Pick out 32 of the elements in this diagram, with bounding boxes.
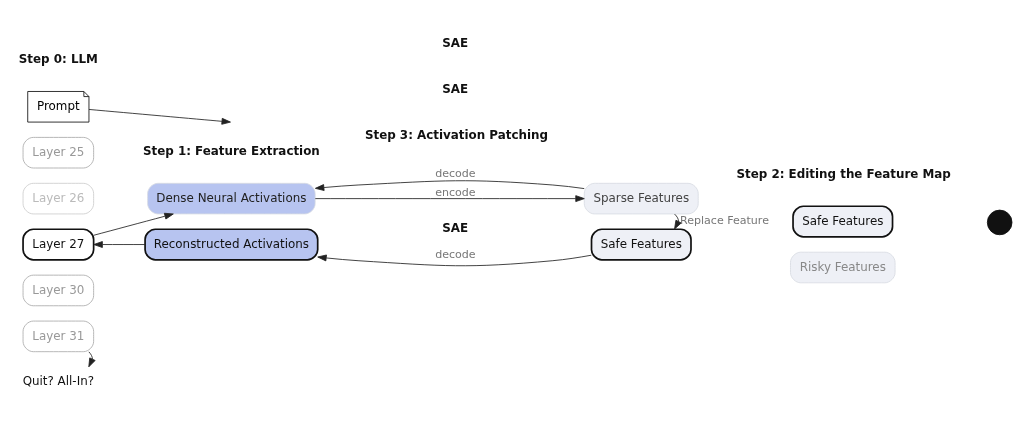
label: SAE bbox=[442, 81, 469, 96]
node-box: Layer 27 bbox=[22, 228, 95, 261]
arrow bbox=[93, 212, 174, 236]
arrow bbox=[93, 241, 146, 248]
arrow bbox=[88, 109, 231, 125]
node-box: Sparse Features bbox=[583, 182, 699, 215]
label: SAE bbox=[442, 220, 469, 235]
node-box: Reconstructed Activations bbox=[144, 228, 319, 261]
edge-label: decode bbox=[435, 166, 476, 180]
arrow bbox=[314, 180, 585, 191]
node-box: Layer 25 bbox=[22, 136, 95, 169]
arrow bbox=[314, 195, 585, 203]
node-box: Layer 31 bbox=[22, 320, 95, 353]
node-box: Safe Features bbox=[792, 205, 894, 238]
node-box: Layer 30 bbox=[22, 274, 95, 307]
edge-label: decode bbox=[435, 247, 476, 261]
node-box: Dense Neural Activations bbox=[147, 182, 316, 215]
node-box: Risky Features bbox=[790, 251, 896, 284]
label: Step 0: LLM bbox=[18, 52, 98, 67]
edge-label: Replace Feature bbox=[679, 214, 769, 228]
node-circle bbox=[986, 209, 1013, 236]
edge-label: encode bbox=[435, 185, 476, 199]
arrow bbox=[317, 254, 592, 267]
label: Step 1: Feature Extraction bbox=[142, 144, 320, 158]
arrow bbox=[674, 213, 682, 230]
node-text: Quit? All-In? bbox=[22, 374, 95, 389]
label: SAE bbox=[442, 36, 469, 50]
label: Step 3: Activation Patching bbox=[364, 127, 549, 142]
node-box: Safe Features bbox=[590, 228, 692, 261]
label: Step 2: Editing the Feature Map bbox=[736, 166, 951, 181]
arrow bbox=[88, 351, 96, 368]
node-box: Layer 26 bbox=[22, 182, 95, 215]
